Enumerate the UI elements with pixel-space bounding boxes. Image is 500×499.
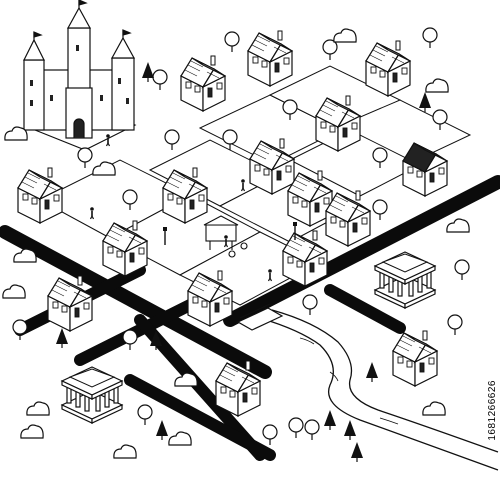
well — [203, 215, 248, 258]
river — [259, 309, 499, 471]
bridge — [236, 303, 284, 331]
watermark-id: 1681266626 — [487, 380, 498, 441]
castle — [23, 0, 137, 151]
